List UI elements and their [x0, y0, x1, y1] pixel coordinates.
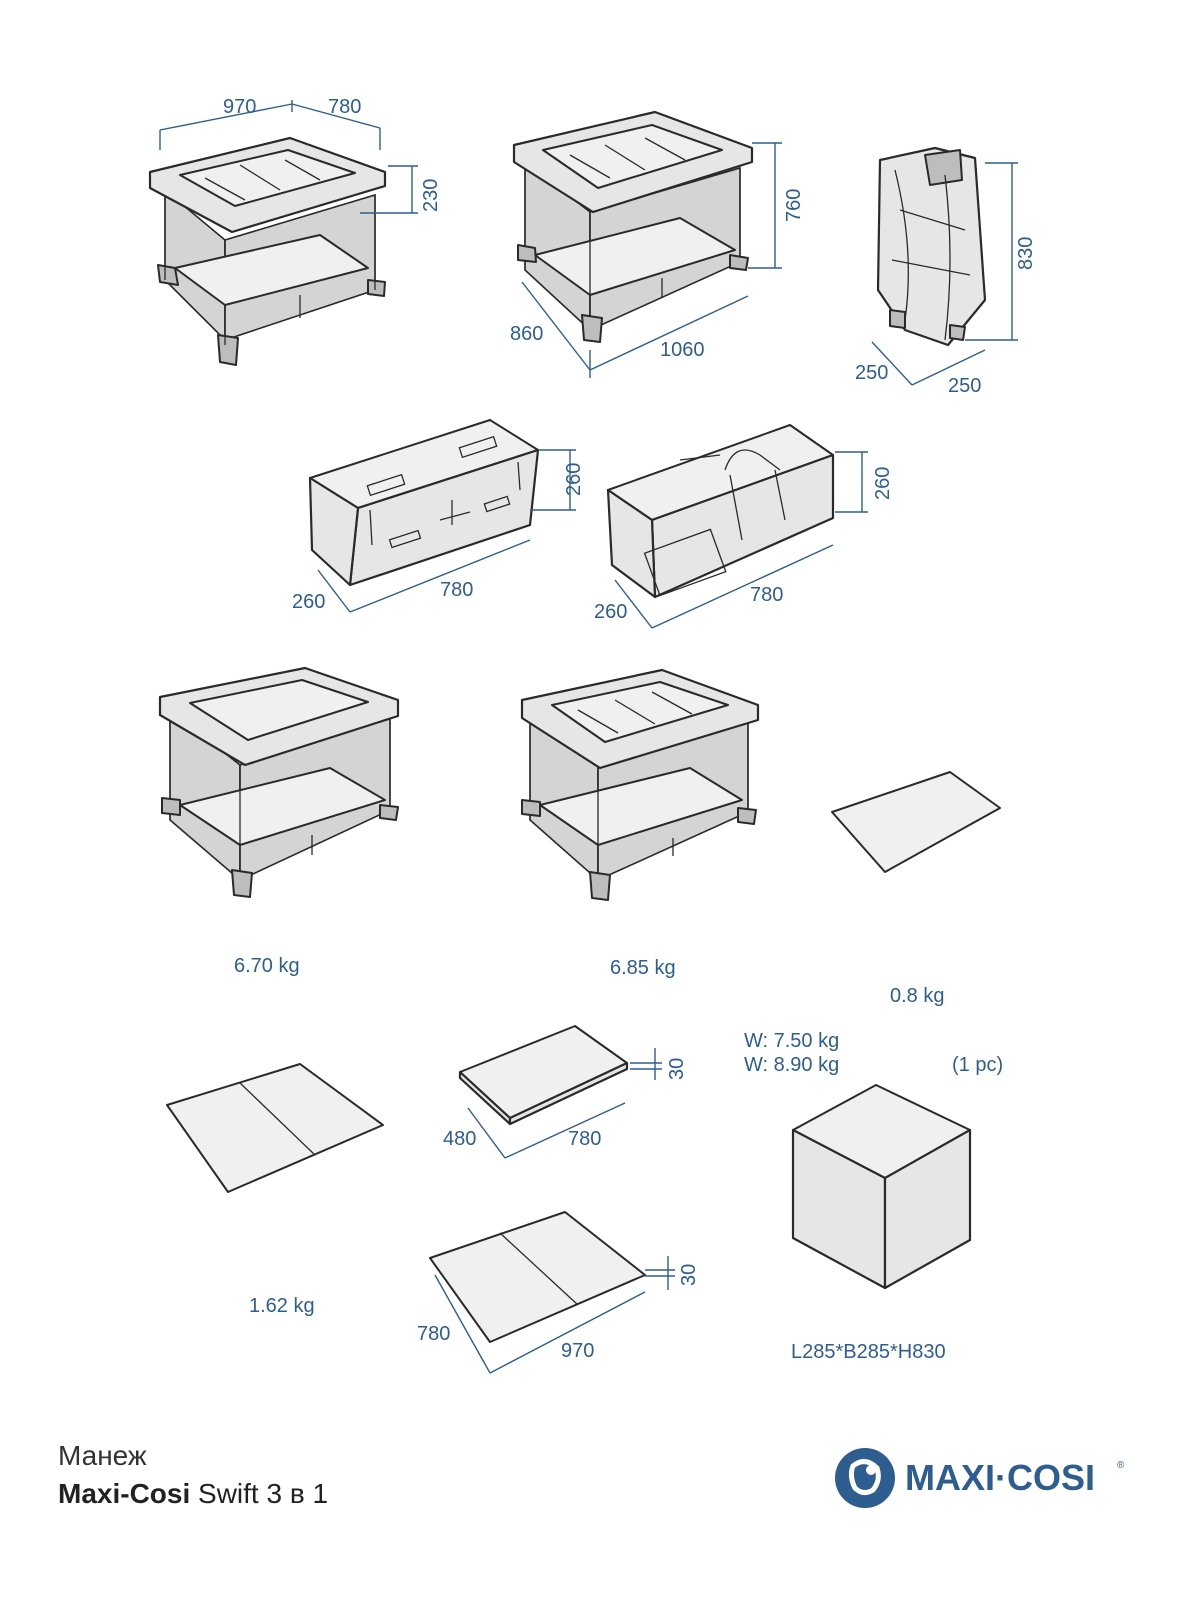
- mattress-weight: 1.62 kg: [249, 1295, 315, 1317]
- bag-length-label: 780: [750, 584, 783, 606]
- folded-playpen-illustration: [876, 146, 987, 347]
- folded-width-label: 250: [948, 375, 981, 397]
- mattress-open-thickness-label: 30: [678, 1264, 700, 1286]
- mattress-open-dimensions: 30 780 970: [417, 1256, 700, 1374]
- carton-net-weight: W: 7.50 kg: [744, 1030, 839, 1052]
- crib2-width-label: 1060: [660, 339, 705, 361]
- mattress-folded-dimensions: 30 480 780: [443, 1048, 688, 1159]
- mattress-open-illustration: [166, 1063, 384, 1193]
- crib2-height-label: 760: [783, 189, 805, 222]
- playpen-standard-illustration: [158, 666, 400, 898]
- mattress-open-depth-label: 780: [417, 1323, 450, 1345]
- box-length-label: 780: [440, 579, 473, 601]
- logo-wordmark: MAXI·COSI: [905, 1457, 1095, 1498]
- box-height-label: 260: [563, 463, 585, 496]
- carton-quantity: (1 pc): [952, 1054, 1003, 1076]
- folded-height-label: 830: [1015, 237, 1037, 270]
- product-name: Maxi-Cosi Swift 3 в 1: [58, 1478, 328, 1510]
- crib1-width-dimension: 970 780: [159, 96, 381, 150]
- brand-logo: MAXI·COSI ®: [835, 1446, 1135, 1510]
- carry-box-illustration: [308, 419, 540, 587]
- shipping-carton-illustration: [791, 1084, 972, 1290]
- playpen-with-bassinet-illustration-2: [520, 668, 760, 901]
- product-category: Манеж: [58, 1440, 147, 1471]
- crib1-weight: 6.70 kg: [234, 955, 300, 977]
- box-dimensions: 260 260 780: [292, 449, 585, 613]
- mattress-folded-thickness-label: 30: [666, 1058, 688, 1080]
- mattress-open-2-illustration: [429, 1211, 646, 1343]
- brand-name: Maxi-Cosi: [58, 1478, 191, 1509]
- crib2-weight: 6.85 kg: [610, 957, 676, 979]
- folded-depth-label: 250: [855, 362, 888, 384]
- bag-dimensions: 260 260 780: [594, 451, 894, 629]
- model-name: Swift 3 в 1: [198, 1478, 329, 1509]
- playpen-full-height-illustration: [512, 110, 754, 343]
- mattress-folded-depth-label: 480: [443, 1128, 476, 1150]
- board-weight: 0.8 kg: [890, 985, 944, 1007]
- crib1-height-label: 230: [420, 179, 442, 212]
- maxi-cosi-logo-icon: [835, 1448, 895, 1508]
- bag-height-label: 260: [872, 467, 894, 500]
- crib1-width-label: 970: [223, 96, 256, 118]
- folded-dimensions: 830 250 250: [855, 162, 1037, 397]
- mattress-folded-illustration: [458, 1025, 629, 1126]
- bag-depth-label: 260: [594, 601, 627, 623]
- mattress-open-length-label: 970: [561, 1340, 594, 1362]
- carton-gross-weight: W: 8.90 kg: [744, 1054, 839, 1076]
- box-depth-label: 260: [292, 591, 325, 613]
- crib1-height-dimension: 230: [360, 165, 442, 214]
- crib2-dimensions: 760 860 1060: [510, 142, 805, 378]
- crib1-depth-label: 780: [328, 96, 361, 118]
- carry-bag-illustration: [606, 424, 835, 599]
- registered-mark: ®: [1117, 1460, 1125, 1471]
- crib2-depth-label: 860: [510, 323, 543, 345]
- base-board-illustration: [831, 771, 1001, 873]
- carton-size: L285*B285*H830: [791, 1341, 946, 1363]
- mattress-folded-length-label: 780: [568, 1128, 601, 1150]
- playpen-with-bassinet-illustration: [148, 136, 387, 366]
